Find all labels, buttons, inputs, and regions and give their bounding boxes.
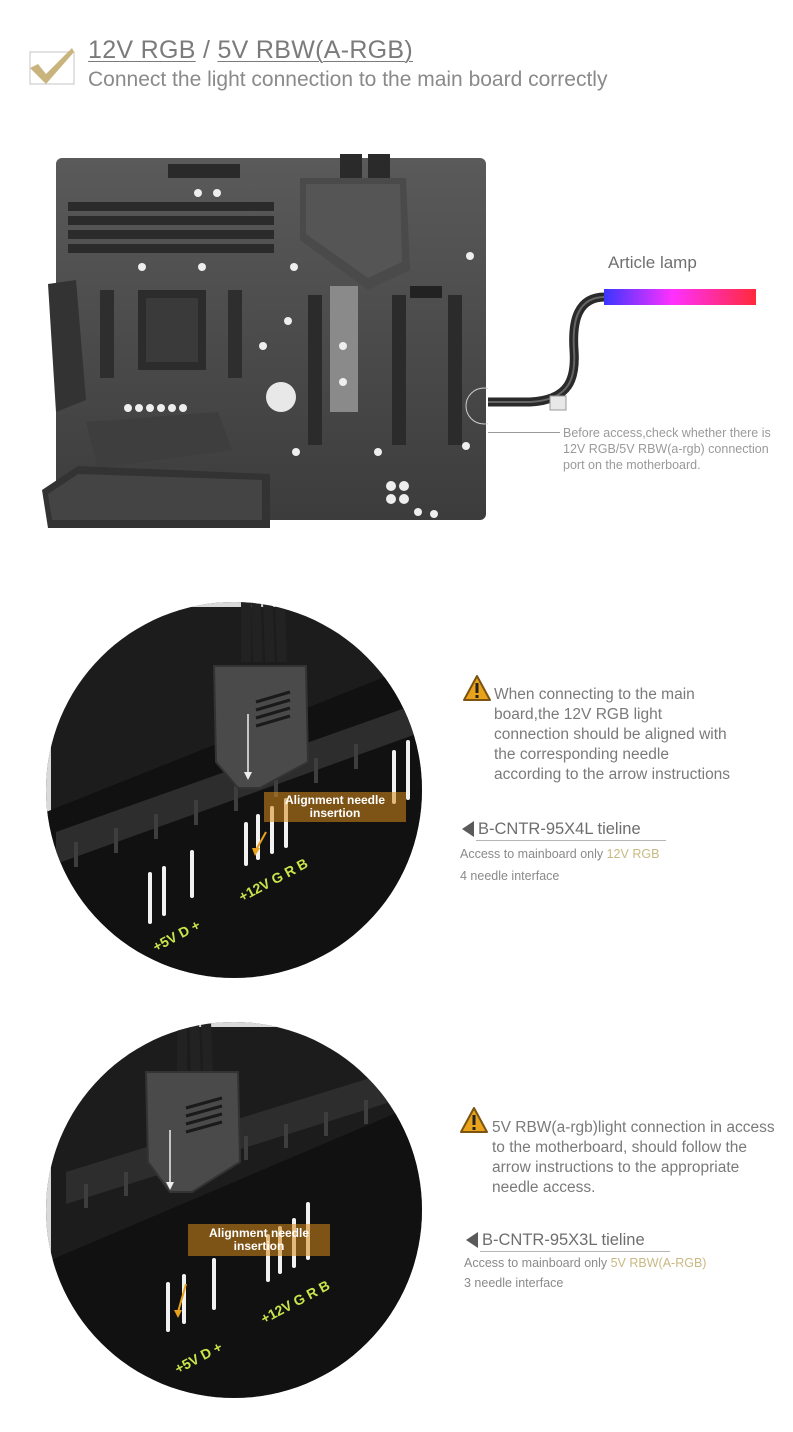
warning-icon — [463, 675, 491, 701]
lamp-label: Article lamp — [608, 253, 697, 272]
page-subtitle: Connect the light connection to the main… — [88, 68, 608, 91]
closeup-12v-image: Alignment needle insertion +5V D + +12V … — [46, 602, 422, 978]
access-5v: Access to mainboard only 5V RBW(A-RGB) — [464, 1256, 707, 1270]
note-5v: 5V RBW(a-rgb)light connection in access … — [492, 1119, 775, 1196]
motherboard-image — [42, 154, 488, 528]
tieline-12v: B-CNTR-95X4L tieline — [478, 820, 641, 838]
note-12v: When connecting to the main board,the 12… — [494, 686, 731, 783]
alignment-label-line2: insertion — [234, 1239, 285, 1253]
lamp-cable-image — [488, 289, 756, 411]
arrow-left-icon — [466, 1232, 478, 1248]
tieline-5v: B-CNTR-95X3L tieline — [482, 1231, 645, 1249]
tieline-underline — [476, 840, 666, 841]
warning-icon — [460, 1107, 488, 1133]
access-12v: Access to mainboard only 12V RGB — [460, 847, 660, 861]
closeup-5v-image: Alignment needle insertion +5V D + +12V … — [46, 1022, 422, 1398]
alignment-label-line1: Alignment needle — [285, 793, 385, 807]
checkmark-icon — [29, 48, 75, 85]
tieline-underline — [480, 1251, 670, 1252]
arrow-left-icon — [462, 821, 474, 837]
callout-line — [488, 432, 560, 433]
page-title: 12V RGB / 5V RBW(A-RGB) — [88, 36, 414, 64]
alignment-label-line1: Alignment needle — [209, 1226, 309, 1240]
alignment-label-line2: insertion — [310, 806, 361, 820]
closeup-12v-rgb: Alignment needle insertion +5V D + +12V … — [46, 602, 422, 978]
callout-text: Before access,check whether there is 12V… — [563, 426, 771, 472]
interface-5v: 3 needle interface — [464, 1276, 564, 1290]
interface-12v: 4 needle interface — [460, 869, 560, 883]
closeup-5v-argb: Alignment needle insertion +5V D + +12V … — [46, 1022, 422, 1398]
